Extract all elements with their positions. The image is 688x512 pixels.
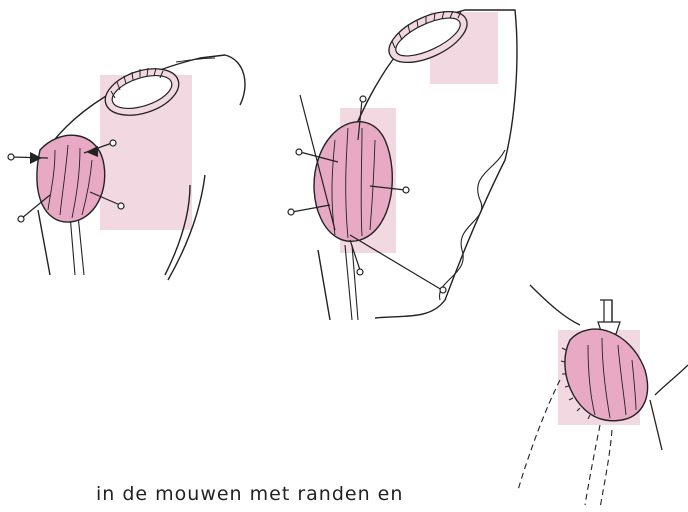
figure-left [8,55,245,280]
seam-line-middle [345,245,358,320]
caption-text: in de mouwen met randen en [96,483,403,505]
figure-right [518,285,688,508]
figure-middle [288,1,517,320]
wavy-edge-middle [440,150,505,300]
elbow-patch-middle [314,122,392,242]
